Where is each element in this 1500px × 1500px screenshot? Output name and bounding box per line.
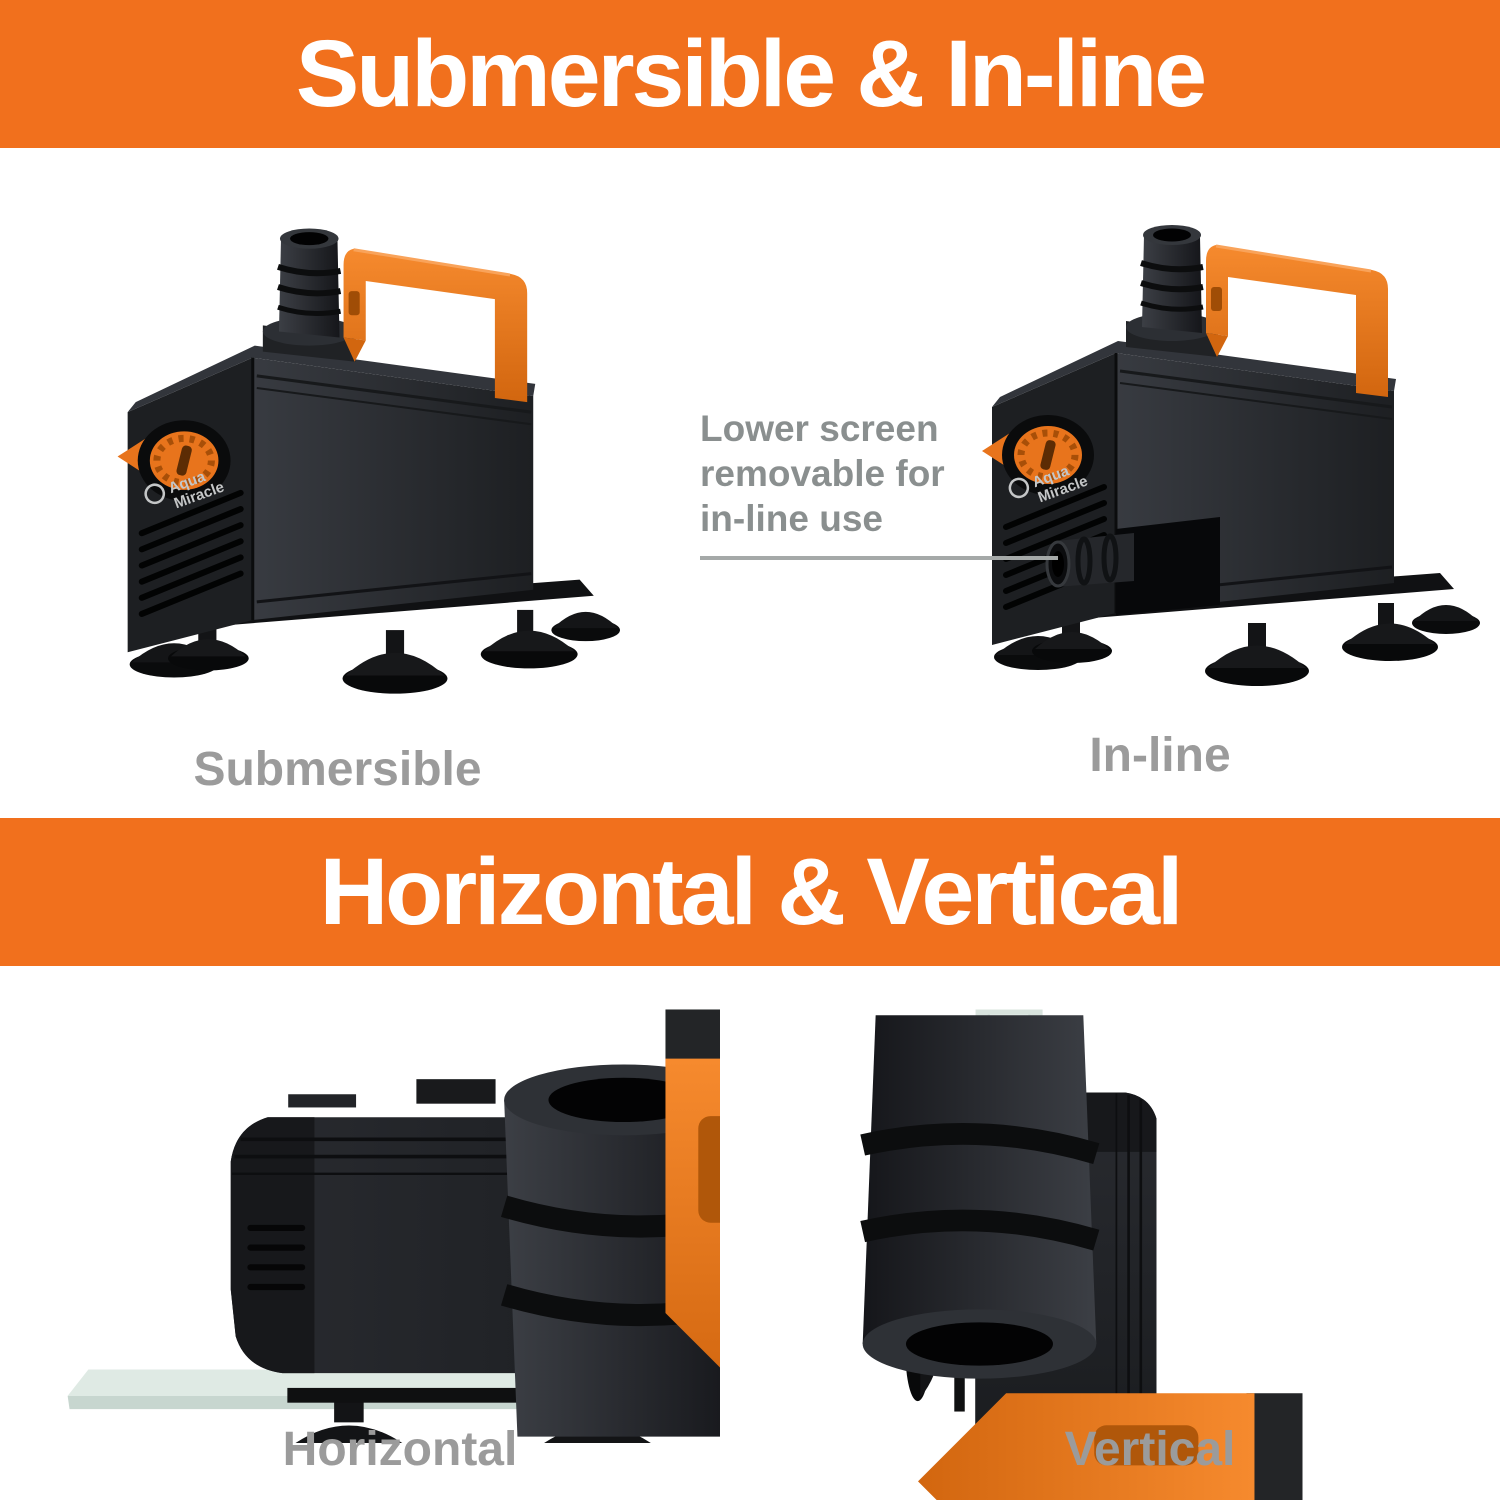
banner-horizontal-vertical: Horizontal & Vertical <box>0 818 1500 966</box>
inline-annotation: Lower screen removable for in-line use <box>700 406 945 541</box>
annotation-line2: removable for <box>700 453 945 495</box>
inline-label: In-line <box>1089 729 1231 782</box>
tube-collar <box>288 1094 357 1108</box>
handle-base <box>416 1079 496 1104</box>
submersible-label: Submersible <box>193 743 482 796</box>
inline-pump-illustration <box>920 185 1480 705</box>
inlet-barb <box>1045 517 1220 615</box>
vertical-pump-illustration <box>820 1009 1360 1500</box>
vertical-label: Vertical <box>1064 1423 1236 1476</box>
submersible-pump-illustration <box>55 188 620 713</box>
annotation-line3: in-line use <box>700 498 883 540</box>
annotation-line1: Lower screen <box>700 408 939 449</box>
banner-top-title: Submersible & In-line <box>295 20 1207 127</box>
annotation-pointer-line <box>700 556 1058 560</box>
horizontal-pump-illustration <box>67 1000 720 1443</box>
outlet-tube <box>863 1015 1097 1378</box>
banner-middle-title: Horizontal & Vertical <box>319 838 1184 945</box>
banner-submersible-inline: Submersible & In-line <box>0 0 1500 148</box>
horizontal-label: Horizontal <box>282 1423 518 1476</box>
